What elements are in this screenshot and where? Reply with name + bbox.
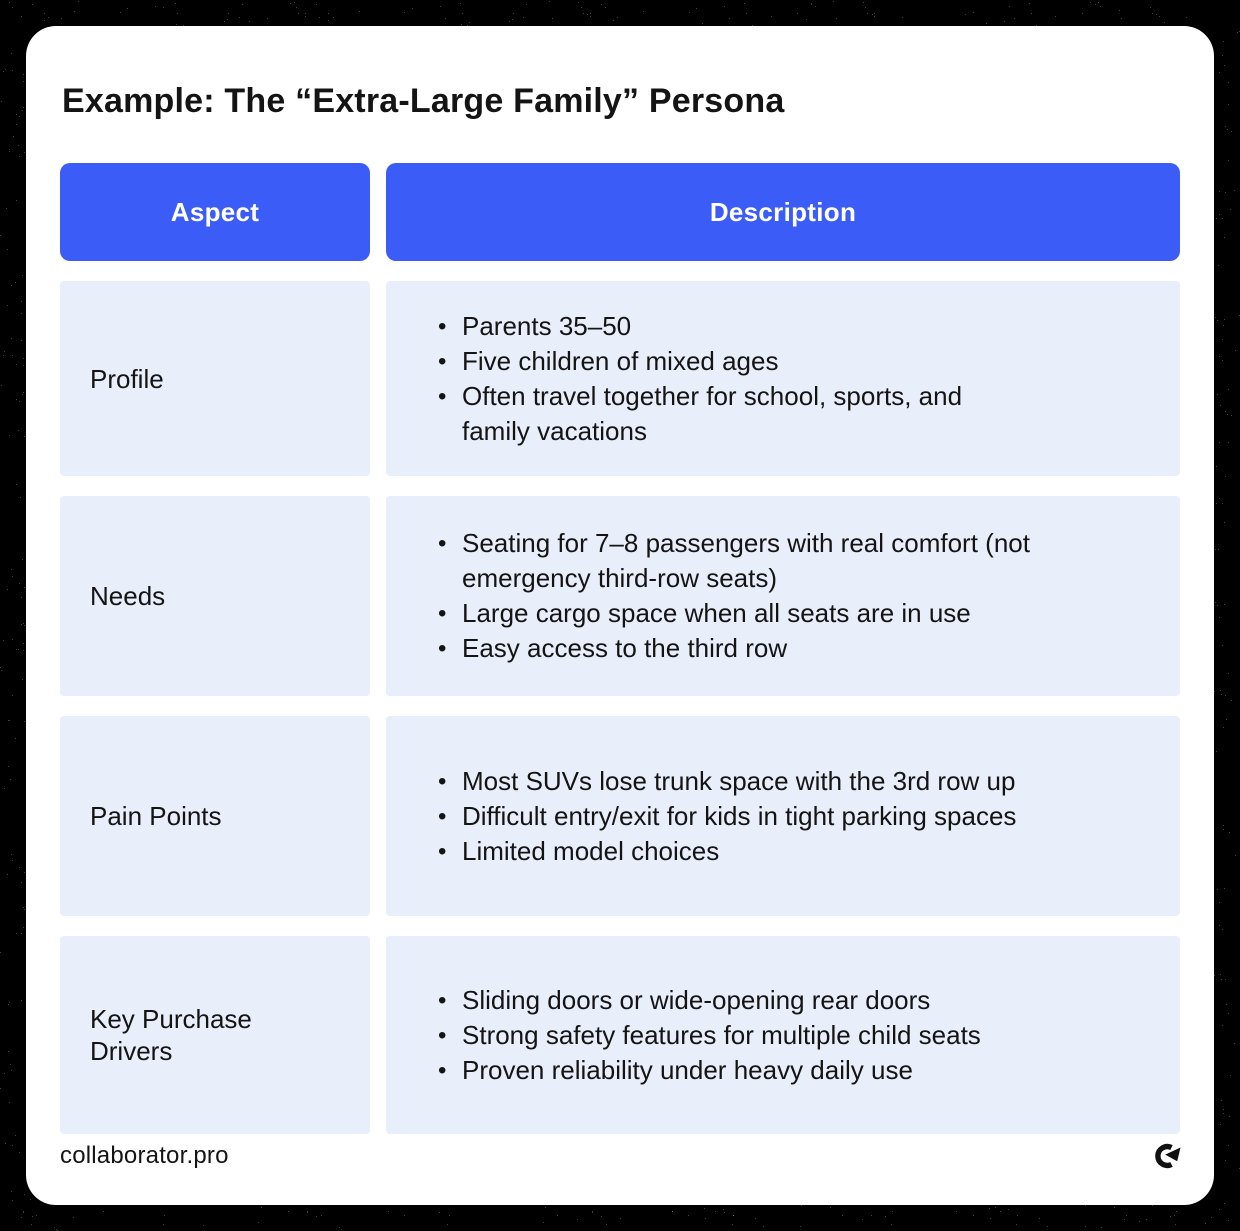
content-card: Example: The “Extra-Large Family” Person…	[26, 26, 1214, 1205]
footer: collaborator.pro	[60, 1135, 1184, 1177]
bullet-item: Proven reliability under heavy daily use	[386, 1053, 1156, 1088]
bullet-list: Sliding doors or wide-opening rear doors…	[386, 983, 1156, 1088]
bullet-item: Difficult entry/exit for kids in tight p…	[386, 799, 1156, 834]
aspect-cell-pain-points: Pain Points	[60, 716, 370, 916]
bullet-item: Parents 35–50	[386, 309, 1156, 344]
bullet-list: Seating for 7–8 passengers with real com…	[386, 526, 1156, 666]
description-cell-needs: Seating for 7–8 passengers with real com…	[386, 496, 1180, 696]
bullet-item: Large cargo space when all seats are in …	[386, 596, 1156, 631]
collaborator-logo-icon	[1155, 1143, 1181, 1169]
bullet-item: Five children of mixed ages	[386, 344, 1156, 379]
aspect-cell-key-purchase-drivers: Key Purchase Drivers	[60, 936, 370, 1134]
bullet-item: Easy access to the third row	[386, 631, 1156, 666]
bullet-item: Seating for 7–8 passengers with real com…	[386, 526, 1156, 596]
page-title: Example: The “Extra-Large Family” Person…	[62, 82, 785, 120]
bullet-item: Often travel together for school, sports…	[386, 379, 1156, 449]
bullet-list: Parents 35–50 Five children of mixed age…	[386, 309, 1156, 449]
bullet-item: Limited model choices	[386, 834, 1156, 869]
description-cell-pain-points: Most SUVs lose trunk space with the 3rd …	[386, 716, 1180, 916]
persona-table: Aspect Description Profile Parents 35–50…	[60, 163, 1180, 1134]
bullet-item: Sliding doors or wide-opening rear doors	[386, 983, 1156, 1018]
bullet-item: Strong safety features for multiple chil…	[386, 1018, 1156, 1053]
description-cell-key-purchase-drivers: Sliding doors or wide-opening rear doors…	[386, 936, 1180, 1134]
site-name: collaborator.pro	[60, 1142, 229, 1169]
column-header-description: Description	[386, 163, 1180, 261]
bullet-list: Most SUVs lose trunk space with the 3rd …	[386, 764, 1156, 869]
aspect-cell-profile: Profile	[60, 281, 370, 476]
bullet-item: Most SUVs lose trunk space with the 3rd …	[386, 764, 1156, 799]
column-header-aspect: Aspect	[60, 163, 370, 261]
aspect-cell-needs: Needs	[60, 496, 370, 696]
description-cell-profile: Parents 35–50 Five children of mixed age…	[386, 281, 1180, 476]
